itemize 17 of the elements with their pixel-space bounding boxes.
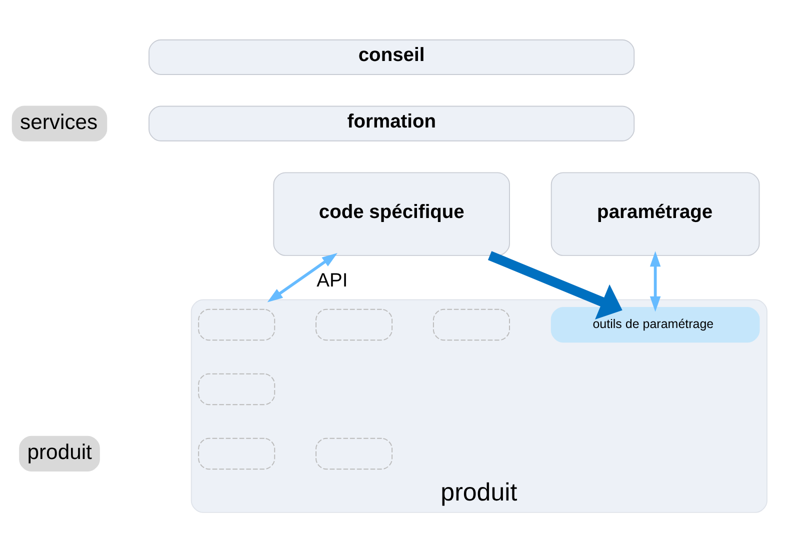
arrow: [267, 252, 338, 302]
edge-label: API: [316, 270, 348, 291]
arrow: [488, 250, 622, 319]
node-box: [316, 308, 393, 340]
node-box: produit: [19, 435, 100, 472]
arrow: [650, 250, 661, 312]
node-box: formation: [148, 105, 635, 141]
node-box: [198, 308, 276, 340]
node-box: conseil: [148, 38, 635, 74]
node-box: [316, 437, 393, 470]
node-box: outils de paramétrage: [550, 306, 760, 342]
node-box: [432, 308, 510, 340]
node-box: [198, 437, 276, 470]
node-box: [198, 372, 276, 405]
node-box: paramétrage: [550, 172, 760, 256]
node-box: code spécifique: [273, 172, 510, 256]
node-box: services: [12, 105, 108, 141]
